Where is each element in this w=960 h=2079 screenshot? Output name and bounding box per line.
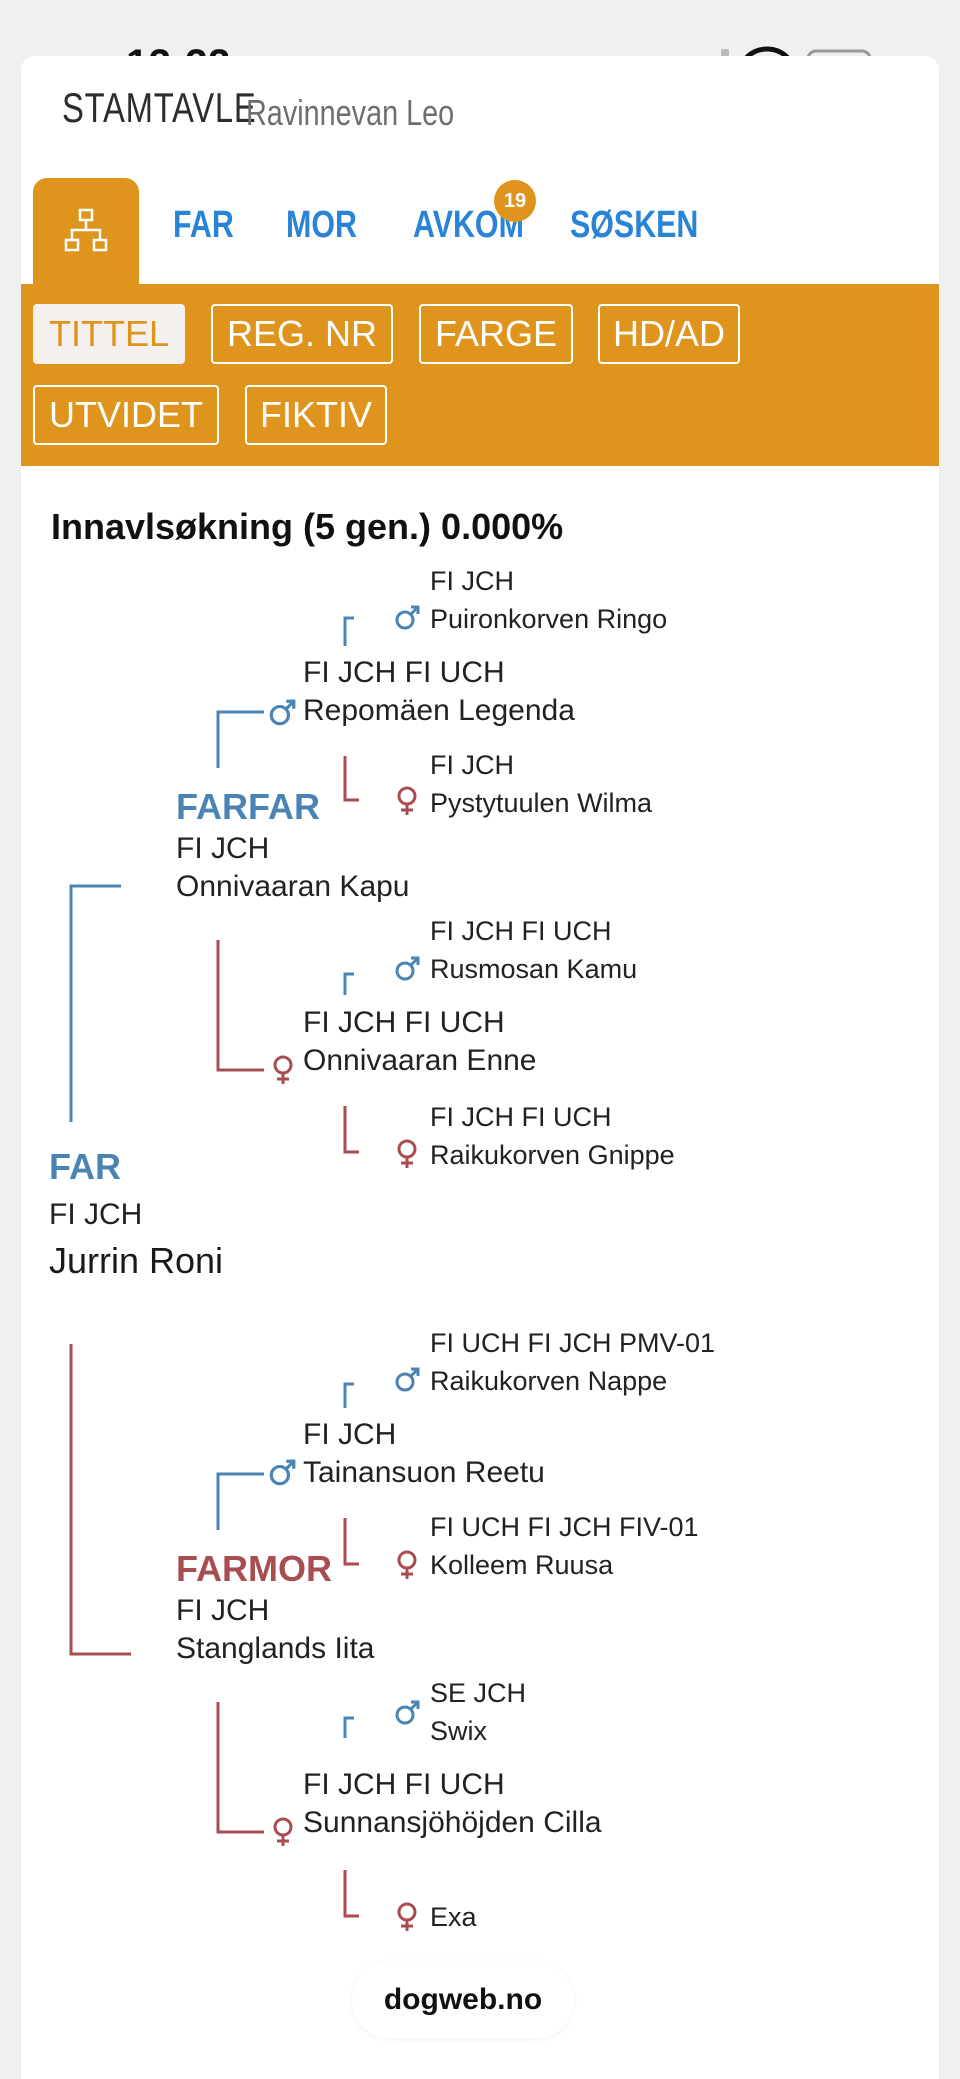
ggp1-title: FI JCH [430, 566, 514, 596]
gp3-name[interactable]: Tainansuon Reetu [303, 1456, 545, 1489]
inbreeding-coefficient: Innavlsøkning (5 gen.) 0.000% [51, 506, 564, 547]
filter-farge[interactable]: FARGE [419, 304, 573, 364]
farfar-role-label: FARFAR [176, 786, 320, 827]
male-icon [269, 699, 296, 726]
male-icon [395, 605, 420, 630]
male-icon [395, 956, 420, 981]
site-link-pill[interactable]: dogweb.no [352, 1961, 574, 2039]
dog-name: Ravinnevan Leo [246, 92, 455, 133]
ggp5-title: FI UCH FI JCH PMV-01 [430, 1328, 716, 1358]
male-icon [395, 1700, 420, 1725]
filter-fiktiv[interactable]: FIKTIV [245, 385, 387, 445]
app-title: STAMTAVLE [62, 84, 257, 131]
male-icon [269, 1459, 296, 1486]
ggp8-name[interactable]: Exa [430, 1902, 477, 1932]
gp2-title: FI JCH FI UCH [303, 1006, 505, 1039]
tab-mor[interactable]: MOR [286, 204, 357, 246]
farfar-name[interactable]: Onnivaaran Kapu [176, 870, 410, 903]
ggp3-name[interactable]: Rusmosan Kamu [430, 954, 638, 984]
app-card: STAMTAVLE Ravinnevan Leo FAR MOR AVKOM 1… [21, 56, 939, 2079]
filter-utvidet[interactable]: UTVIDET [33, 385, 219, 445]
female-icon [397, 1139, 417, 1168]
ggp6-title: FI UCH FI JCH FIV-01 [430, 1512, 699, 1542]
pedigree-connectors [69, 616, 359, 1918]
male-icon [395, 1367, 420, 1392]
female-icon [273, 1055, 293, 1084]
female-icon [397, 1550, 417, 1579]
tab-sosken[interactable]: SØSKEN [570, 204, 699, 246]
gp1-title: FI JCH FI UCH [303, 656, 505, 689]
gp2-name[interactable]: Onnivaaran Enne [303, 1044, 537, 1077]
gp4-title: FI JCH FI UCH [303, 1768, 505, 1801]
ggp5-name[interactable]: Raikukorven Nappe [430, 1366, 668, 1396]
ggp7-title: SE JCH [430, 1678, 527, 1708]
ggp3-title: FI JCH FI UCH [430, 916, 612, 946]
female-icon [273, 1817, 293, 1846]
farmor-title: FI JCH [176, 1594, 270, 1627]
gp4-name[interactable]: Sunnansjöhöjden Cilla [303, 1806, 602, 1839]
far-title: FI JCH [49, 1198, 143, 1231]
tab-pedigree[interactable] [33, 178, 139, 286]
ggp4-name[interactable]: Raikukorven Gnippe [430, 1140, 675, 1170]
ggp6-name[interactable]: Kolleem Ruusa [430, 1550, 614, 1580]
female-icon [397, 1902, 417, 1931]
pedigree-tree-icon [64, 208, 108, 252]
filter-reg-nr[interactable]: REG. NR [211, 304, 393, 364]
ggp4-title: FI JCH FI UCH [430, 1102, 612, 1132]
ggp7-name[interactable]: Swix [430, 1716, 488, 1746]
female-icon [397, 786, 417, 815]
farmor-name[interactable]: Stanglands Iita [176, 1632, 375, 1665]
far-role-label: FAR [49, 1146, 121, 1187]
avkom-count-badge: 19 [494, 180, 536, 222]
tab-far[interactable]: FAR [173, 204, 234, 246]
gp1-name[interactable]: Repomäen Legenda [303, 694, 575, 727]
filter-hd-ad[interactable]: HD/AD [598, 304, 740, 364]
farfar-title: FI JCH [176, 832, 270, 865]
gp3-title: FI JCH [303, 1418, 397, 1451]
far-name[interactable]: Jurrin Roni [49, 1240, 224, 1281]
filter-bar: TITTEL REG. NR FARGE HD/AD UTVIDET FIKTI… [21, 284, 939, 466]
pedigree-tree: FI JCH Puironkorven Ringo FI JCH Pystytu… [21, 56, 939, 2079]
filter-tittel[interactable]: TITTEL [33, 304, 185, 364]
farmor-role-label: FARMOR [176, 1548, 332, 1589]
app-header: STAMTAVLE Ravinnevan Leo [62, 84, 454, 133]
ggp2-title: FI JCH [430, 750, 514, 780]
tab-bar: FAR MOR AVKOM 19 SØSKEN [21, 178, 939, 286]
ggp2-name[interactable]: Pystytuulen Wilma [430, 788, 653, 818]
ggp1-name[interactable]: Puironkorven Ringo [430, 604, 668, 634]
